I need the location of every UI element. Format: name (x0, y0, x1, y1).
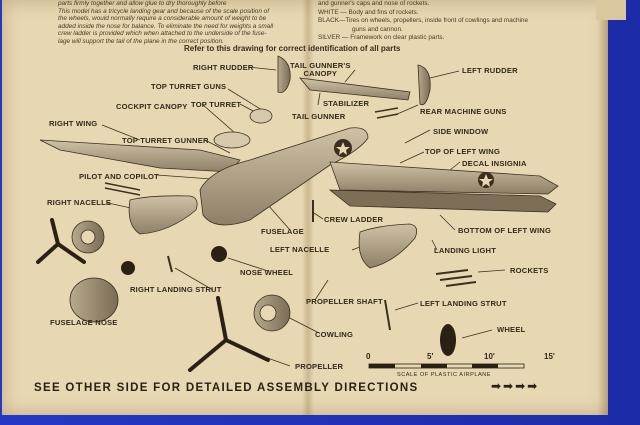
color-guide-line: WHITE — Body and fins of rockets. (318, 8, 419, 16)
label-decal-insignia: DECAL INSIGNIA (462, 159, 527, 168)
label-tail-gunner: TAIL GUNNER (292, 112, 346, 121)
color-guide-line: guns and cannon. (352, 25, 403, 33)
intro-line: parts firmly together and allow glue to … (58, 0, 227, 7)
label-fuselage: FUSELAGE (261, 227, 304, 236)
color-guide-line: BLACK—Tires on wheels, propellers, insid… (318, 17, 529, 24)
label-left-landing-strut: LEFT LANDING STRUT (420, 299, 507, 308)
color-guide-line: SILVER — Framework on clear plastic part… (318, 34, 445, 41)
cockpit-canopy-part (213, 131, 251, 149)
scale-caption: SCALE OF PLASTIC AIRPLANE (397, 372, 491, 378)
fuselage-part (199, 127, 369, 226)
intro-line: added inside the nose for balance. To el… (58, 22, 274, 30)
label-side-window: SIDE WINDOW (433, 127, 489, 136)
intro-line: lage will support the tail of the plane … (58, 37, 224, 45)
label-right-rudder: RIGHT RUDDER (193, 63, 254, 72)
footer-arrows: ➡➡➡➡ (491, 379, 540, 393)
label-left-rudder: LEFT RUDDER (462, 66, 518, 75)
label-right-nacelle: RIGHT NACELLE (47, 198, 112, 207)
label-cowling: COWLING (315, 330, 354, 339)
label-top-of-left-wing: TOP OF LEFT WING (425, 147, 501, 156)
label-right-wing: RIGHT WING (49, 119, 98, 128)
scale-tick-label: 5' (427, 352, 434, 361)
intro-line: the wheels, would normally require a con… (58, 15, 267, 23)
sheet-corner (596, 0, 626, 20)
label-top-turret-gunner: TOP TURRET GUNNER (122, 136, 209, 145)
label-rockets: ROCKETS (510, 266, 549, 275)
label-top-turret-guns: TOP TURRET GUNS (151, 82, 227, 91)
label-nose-wheel: NOSE WHEEL (240, 268, 294, 277)
intro-line: crew ladder is provided which when attac… (58, 30, 267, 38)
intro-line: This model has a tricycle landing gear a… (58, 7, 270, 15)
label-wheel: WHEEL (497, 325, 526, 334)
scale-tick-label: 15' (544, 352, 555, 361)
label-crew-ladder: CREW LADDER (324, 215, 384, 224)
label-left-nacelle: LEFT NACELLE (270, 245, 330, 254)
label-top-turret: TOP TURRET (191, 100, 242, 109)
diagram-heading: Refer to this drawing for correct identi… (184, 44, 401, 53)
scale-tick-label: 10' (484, 352, 495, 361)
label-propeller: PROPELLER (295, 362, 344, 371)
label-line: CANOPY (303, 69, 338, 78)
color-guide-line: and gunner's caps and nose of rockets. (318, 0, 430, 7)
label-fuselage-nose: FUSELAGE NOSE (50, 318, 118, 327)
label-line: TAIL GUNNER'S (290, 61, 351, 70)
left-wing-top-part (329, 161, 559, 195)
intro-text: parts firmly together and allow glue to … (58, 0, 298, 46)
label-bottom-of-left-wing: BOTTOM OF LEFT WING (458, 226, 552, 235)
label-tail-gunners-canopy: TAIL GUNNER'S CANOPY (290, 62, 351, 78)
label-pilot-and-copilot: PILOT AND COPILOT (79, 172, 159, 181)
label-stabilizer: STABILIZER (323, 99, 370, 108)
color-guide: and gunner's caps and nose of rockets. W… (318, 0, 548, 43)
page-fold (302, 0, 314, 415)
label-propeller-shaft: PROPELLER SHAFT (306, 297, 383, 306)
label-right-landing-strut: RIGHT LANDING STRUT (130, 285, 222, 294)
label-landing-light: LANDING LIGHT (434, 246, 497, 255)
label-rear-machine-guns: REAR MACHINE GUNS (420, 107, 507, 116)
scale-tick-label: 0 (366, 352, 371, 361)
footer-directions: SEE OTHER SIDE FOR DETAILED ASSEMBLY DIR… (34, 382, 419, 394)
label-cockpit-canopy: COCKPIT CANOPY (116, 102, 188, 111)
